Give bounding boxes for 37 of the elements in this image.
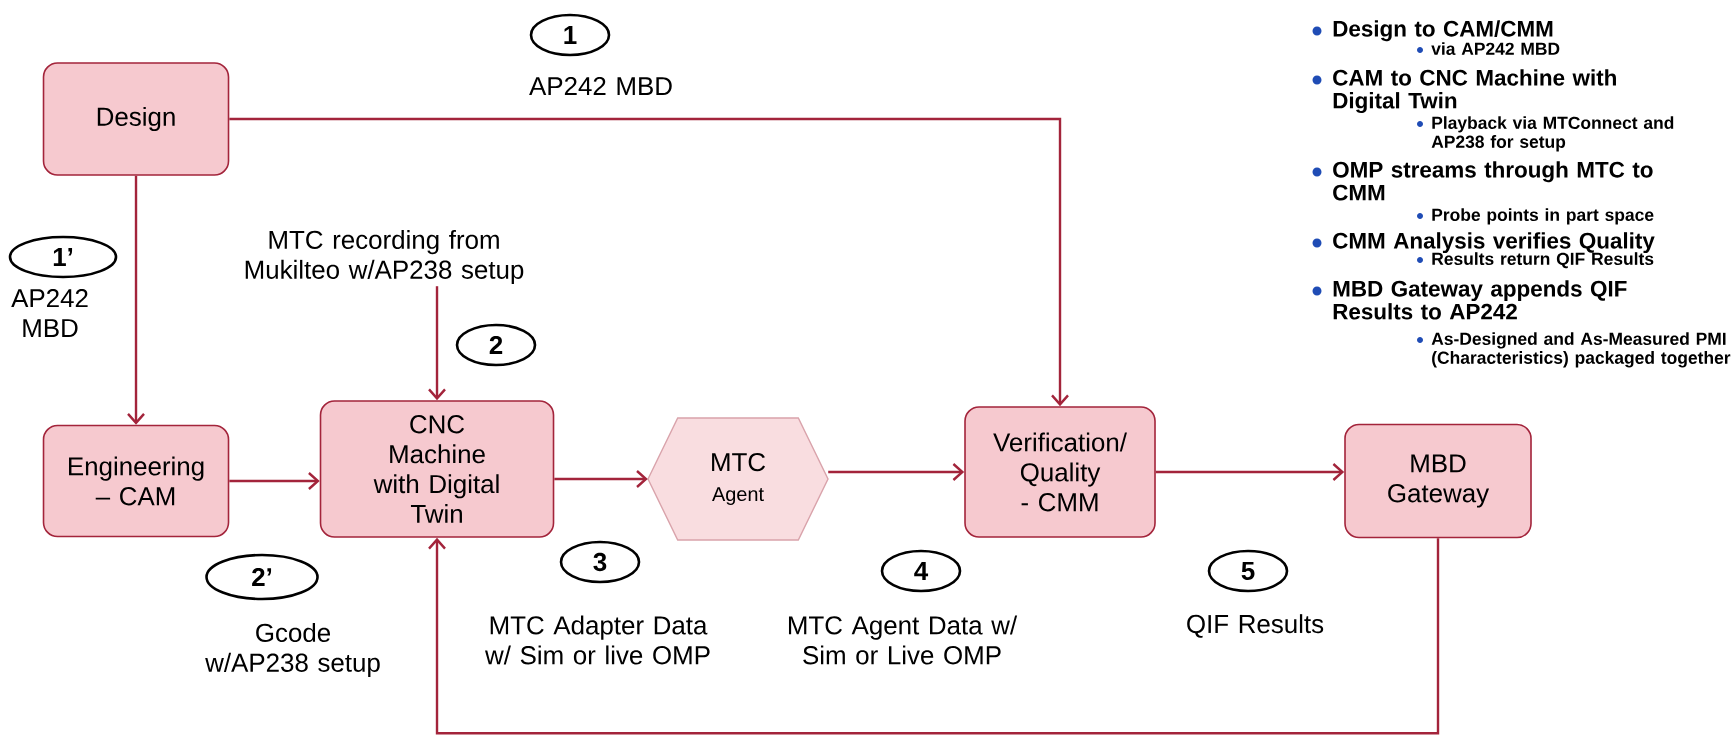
arrow [428,537,1440,735]
process-box: CNC Machine with Digital Twin [319,400,555,538]
step-description: MTC Agent Data w/ Sim or Live OMP [789,615,1018,665]
step-number: 5 [1207,549,1289,593]
bullet-text: CAM to CNC Machine with Digital Twin [1333,69,1616,114]
step-description: Gcode w/AP238 setup [205,623,380,677]
arrow [229,117,1069,407]
step-number: 1 [529,13,611,57]
arrow [229,472,320,490]
source-text: MTC recording from Mukilteo w/AP238 setup [245,230,524,284]
bullet-text: Playback via MTConnect and AP238 for setup [1431,116,1674,152]
bullet-text: Results return QIF Results [1432,252,1654,269]
agent-hexagon: MTC Agent [647,417,829,541]
bullet-text: Probe points in part space [1432,208,1654,225]
arrow [1155,463,1345,481]
arrow [828,463,965,481]
process-box: Engineering – CAM [42,424,230,538]
step-number: 2’ [205,553,319,601]
bullet-text: As-Designed and As-Measured PMI (Characteristics) packaged together [1431,332,1731,368]
bullet-text: MBD Gateway appends QIF Results to AP242 [1333,280,1627,320]
process-box: Design [42,62,230,176]
step-number: 3 [559,540,641,584]
arrow [127,175,145,425]
bullet-text: via AP242 MBD [1431,42,1560,55]
bullet-text: OMP streams through MTC to CMM [1333,161,1653,201]
process-box: MBD Gateway [1344,423,1532,539]
arrow [428,286,446,401]
step-description: AP242 MBD [11,289,88,337]
process-box: Verification/ Quality - CMM [964,406,1156,538]
step-description: MTC Adapter Data w/ Sim or live OMP [485,615,710,665]
arrow [554,470,648,488]
step-description: QIF Results [1187,614,1324,638]
step-number: 1’ [8,235,118,279]
bullet-text: Design to CAM/CMM [1333,20,1553,42]
step-number: 4 [880,549,962,593]
step-number: 2 [455,323,537,367]
step-description: AP242 MBD [529,76,672,96]
